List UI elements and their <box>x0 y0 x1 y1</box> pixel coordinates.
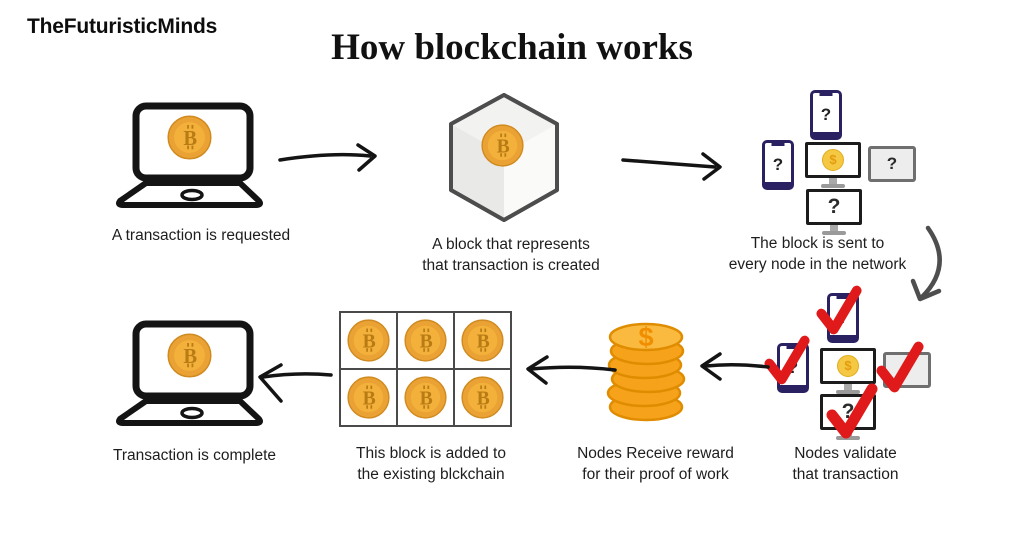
checkmark-icon <box>826 383 878 439</box>
monitor-base <box>822 231 846 235</box>
monitor-screen: $ <box>805 142 861 178</box>
caption-line: A block that represents <box>432 236 590 253</box>
question-mark: ? <box>772 155 784 174</box>
caption-line: the existing blckchain <box>357 466 505 483</box>
caption-line: Nodes validate <box>794 445 897 462</box>
caption-line: A transaction is requested <box>111 227 291 244</box>
brand-logo-text: TheFuturisticMinds <box>27 15 218 38</box>
monitor-screen: ? <box>806 189 862 225</box>
dollar-coin-icon: $ <box>837 355 859 377</box>
bitcoin-coin-icon <box>167 333 212 378</box>
monitor-icon: ? <box>806 189 862 235</box>
dollar-sign: $ <box>638 322 653 352</box>
monitor-stand <box>830 225 838 231</box>
monitor-stand <box>829 178 837 184</box>
question-mark: ? <box>886 154 898 173</box>
question-mark: ? <box>820 105 832 124</box>
bitcoin-coin-icon <box>403 375 448 420</box>
smartphone-icon: ? <box>810 90 842 140</box>
caption-line: that transaction <box>792 466 899 483</box>
monitor-base <box>821 184 845 188</box>
dollar-coin-icon: $ <box>822 149 844 171</box>
bitcoin-coin-icon <box>346 375 391 420</box>
bitcoin-coin-icon <box>481 124 524 167</box>
step-caption: Nodes Receive reward for their proof of … <box>558 443 753 485</box>
caption-line: Transaction is complete <box>112 447 277 464</box>
laptop-icon <box>116 320 263 426</box>
arrow-left-icon <box>526 355 617 385</box>
block-cell <box>455 313 510 368</box>
block-cell <box>341 313 396 368</box>
blockchain-grid-icon <box>339 311 512 427</box>
caption-line: This block is added to <box>356 445 506 462</box>
bitcoin-coin-icon <box>346 318 391 363</box>
arrow-left-icon <box>258 363 333 403</box>
step-caption: A transaction is requested <box>94 225 308 246</box>
arrow-right-icon <box>621 152 722 181</box>
bitcoin-coin-icon <box>167 115 212 160</box>
tablet-icon: ? <box>868 146 916 182</box>
bitcoin-coin-icon <box>460 318 505 363</box>
monitor-icon: $ <box>820 348 876 394</box>
node-validate-cluster: ? ? $ ? ? <box>764 285 942 444</box>
monitor-stand <box>844 384 852 390</box>
step-caption: Transaction is complete <box>92 445 297 466</box>
caption-line: The block is sent to <box>750 235 885 252</box>
arrow-right-icon <box>278 143 377 172</box>
bitcoin-coin-icon <box>403 318 448 363</box>
smartphone-icon: ? <box>762 140 794 190</box>
monitor-icon: $ <box>805 142 861 188</box>
caption-line: that transaction is created <box>422 257 600 274</box>
coin-stack-icon: $ <box>606 322 686 422</box>
block-cube-icon <box>449 93 559 222</box>
question-mark: ? <box>827 195 841 218</box>
caption-line: Nodes Receive reward <box>577 445 734 462</box>
block-cell <box>455 370 510 425</box>
monitor-base <box>836 390 860 394</box>
step-caption: Nodes validate that transaction <box>768 443 923 485</box>
checkmark-icon <box>876 341 924 393</box>
checkmark-icon <box>764 335 810 385</box>
block-cell <box>341 370 396 425</box>
step-caption: The block is sent to every node in the n… <box>715 233 920 275</box>
block-cell <box>398 370 453 425</box>
arrow-left-icon <box>700 352 770 381</box>
block-cell <box>398 313 453 368</box>
page-title: How blockchain works <box>331 27 693 68</box>
laptop-icon <box>116 102 263 208</box>
step-caption: A block that represents that transaction… <box>405 234 617 276</box>
caption-line: every node in the network <box>728 256 907 273</box>
checkmark-icon <box>816 285 862 335</box>
arrow-curved-down-icon <box>910 225 942 302</box>
node-network-cluster: ? ? $ ? ? <box>748 90 916 238</box>
bitcoin-coin-icon <box>460 375 505 420</box>
step-caption: This block is added to the existing blck… <box>334 443 528 485</box>
caption-line: for their proof of work <box>582 466 729 483</box>
monitor-screen: $ <box>820 348 876 384</box>
